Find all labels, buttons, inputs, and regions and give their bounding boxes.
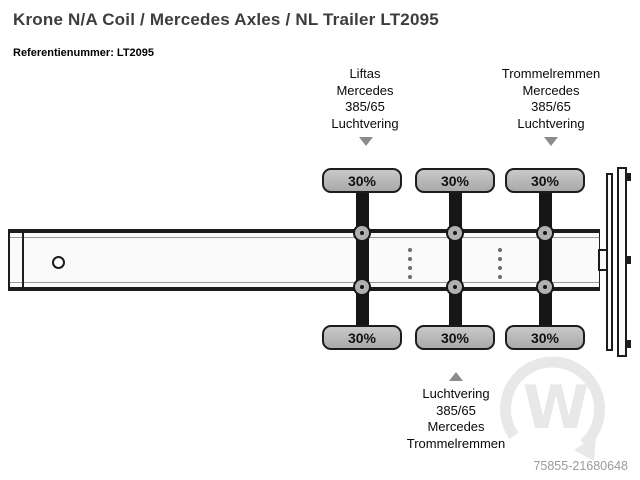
tire-load-label: 30%: [505, 325, 585, 350]
tire-load-label: 30%: [322, 325, 402, 350]
chassis-rails: [10, 237, 599, 283]
axle-hub: [446, 278, 464, 296]
tire-load-label: 30%: [415, 325, 495, 350]
crossmember-bolts: [408, 248, 412, 279]
axle-hub: [353, 224, 371, 242]
annotation-line: 385/65: [345, 99, 385, 114]
tire-load-label: 30%: [505, 168, 585, 193]
arrow-down-icon: [359, 137, 373, 146]
rear-bumper-tab: [627, 340, 631, 348]
axle-hub: [536, 278, 554, 296]
axle2-spec-annotation: Luchtvering 385/65 Mercedes Trommelremme…: [407, 386, 505, 452]
axle-hub: [353, 278, 371, 296]
front-crossmember: [22, 233, 24, 287]
annotation-line: Luchtvering: [422, 386, 490, 401]
arrow-down-icon: [544, 137, 558, 146]
annotation-line: Luchtvering: [331, 115, 399, 131]
axle-beam: [449, 191, 462, 327]
axle-hub: [446, 224, 464, 242]
axle3-spec-annotation: Trommelremmen Mercedes 385/65 Luchtverin…: [502, 66, 600, 132]
annotation-line: Mercedes: [522, 82, 580, 98]
listing-id: 75855-21680648: [533, 459, 628, 473]
annotation-line: Trommelremmen: [501, 66, 601, 81]
watermark-logo: W: [500, 356, 606, 461]
axle-beam: [356, 191, 369, 327]
annotation-line: 385/65: [436, 402, 476, 418]
annotation-line: 385/65: [531, 99, 571, 114]
crossmember-bolts: [498, 248, 502, 279]
annotation-line: Liftas: [349, 66, 381, 81]
rear-bumper-tab: [627, 256, 631, 264]
annotation-line: Luchtvering: [517, 115, 585, 131]
tire-load-label: 30%: [415, 168, 495, 193]
annotation-line: Mercedes: [427, 419, 485, 434]
annotation-line: Mercedes: [336, 82, 394, 98]
rear-bumper-tab: [627, 173, 631, 181]
axle-beam: [539, 191, 552, 327]
tire-load-label: 30%: [322, 168, 402, 193]
page-title: Krone N/A Coil / Mercedes Axles / NL Tra…: [13, 10, 439, 29]
axle-hub: [536, 224, 554, 242]
svg-text:W: W: [523, 373, 589, 443]
annotation-line: Trommelremmen: [406, 435, 506, 451]
trailer-chassis: [8, 229, 600, 291]
axle1-spec-annotation: Liftas Mercedes 385/65 Luchtvering: [331, 66, 398, 132]
kingpin: [52, 256, 65, 269]
reference-number: Referentienummer: LT2095: [13, 47, 155, 59]
arrow-up-icon: [449, 372, 463, 381]
rear-bumper-outer-plate: [617, 167, 627, 357]
rear-bumper-inner-plate: [606, 173, 613, 351]
